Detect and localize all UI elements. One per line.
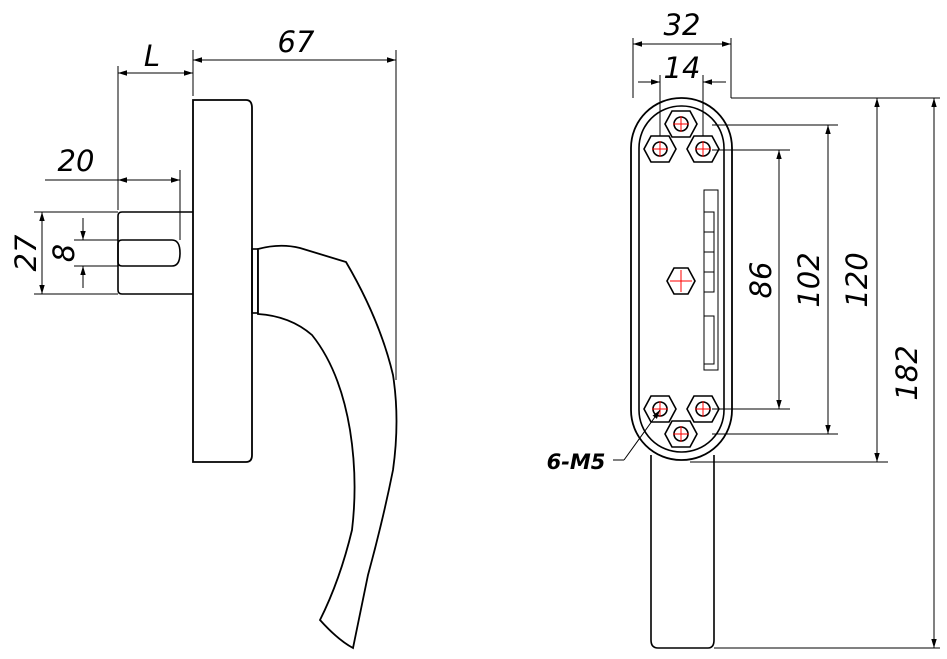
screw-bottom-left [643,395,677,423]
spindle-slot [117,239,181,267]
dim-120: 120 [840,252,874,307]
screw-top-left [643,135,677,163]
lock-mechanism-lower [703,315,715,365]
screw-top-center [664,110,698,138]
handle-lever [257,244,398,650]
dim-14: 14 [664,51,701,85]
dim-182: 182 [890,345,924,400]
dim-27: 27 [9,234,43,271]
rosette-inner [638,105,725,453]
dim-32: 32 [664,8,701,42]
screw-bottom-right [686,395,720,423]
base-plate [192,99,253,463]
front-view: 32 14 86 102 120 182 6-M5 [547,8,940,649]
dim-86: 86 [744,262,778,299]
center-screw [666,267,696,295]
side-view: 67 L 20 27 8 [9,25,398,650]
dim-8: 8 [47,244,81,262]
dim-67: 67 [278,25,315,59]
grip [650,455,715,649]
screw-top-right [686,135,720,163]
dim-l: L [144,39,160,73]
screw-label: 6-M5 [547,450,606,474]
dim-20: 20 [58,144,95,178]
dim-102: 102 [792,252,826,307]
screw-bottom-center [664,420,698,448]
spindle [117,211,193,295]
